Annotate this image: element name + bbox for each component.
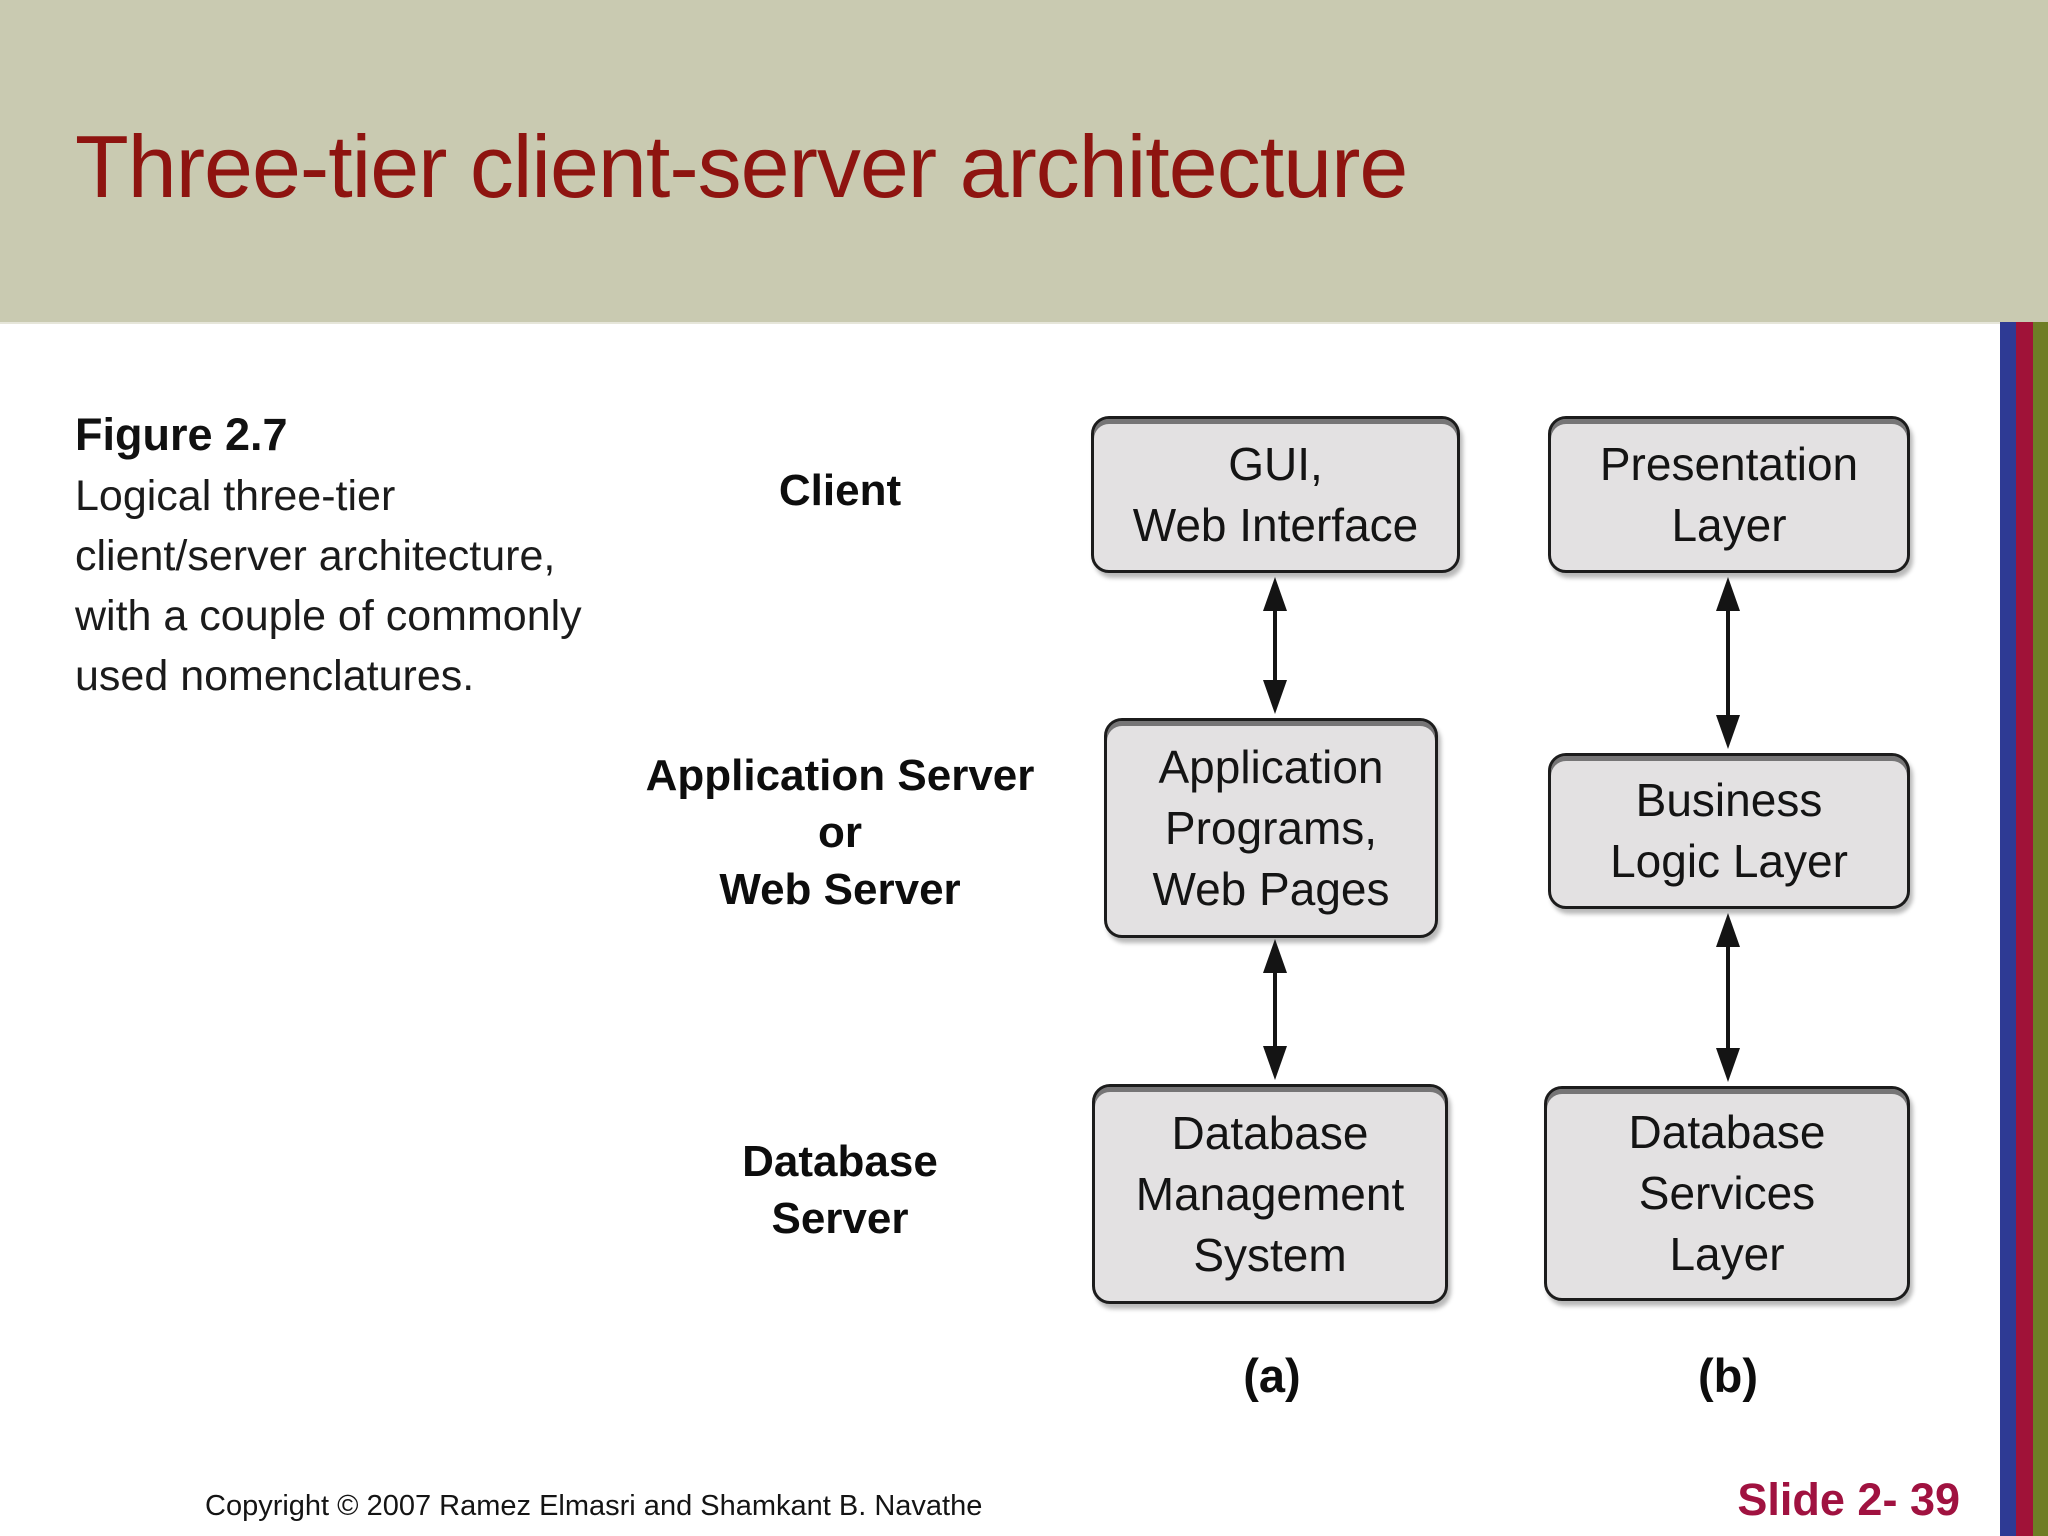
node-text-line: Database <box>1171 1106 1369 1159</box>
double-arrow-client-appserver-a <box>1262 577 1288 714</box>
node-database-management-system: Database Management System <box>1092 1084 1448 1304</box>
node-text-line: Presentation <box>1599 437 1859 490</box>
node-text-line: Layer <box>1671 498 1787 551</box>
edge-stripe-olive <box>2033 322 2048 1536</box>
node-text-line: Layer <box>1669 1228 1785 1280</box>
node-text-line: Web Pages <box>1152 862 1390 915</box>
slide-number: Slide 2- 39 <box>1737 1474 1960 1525</box>
node-text-line: Application <box>1158 740 1384 793</box>
node-text-line: Programs, <box>1164 801 1378 854</box>
double-arrow-appserver-dbserver-b <box>1715 913 1741 1082</box>
row-label-line: Web Server <box>719 865 961 914</box>
row-label-line: Client <box>778 466 902 515</box>
figure-caption-line: Logical three-tier <box>75 472 396 520</box>
node-text-line: Services <box>1638 1167 1816 1219</box>
node-text-line: Management <box>1135 1167 1405 1220</box>
row-label-database-server: Database Server <box>610 1133 1070 1247</box>
edge-stripe-blue <box>2000 322 2016 1536</box>
row-label-line: Database <box>742 1137 938 1186</box>
slide-header-band: Three-tier client-server architecture <box>0 0 2048 324</box>
figure-caption-line: with a couple of commonly <box>75 592 582 640</box>
node-text-line: GUI, <box>1228 437 1323 490</box>
slide-title: Three-tier client-server architecture <box>75 117 1408 216</box>
node-business-logic-layer: Business Logic Layer <box>1548 753 1910 909</box>
figure-caption-line: client/server architecture, <box>75 532 556 580</box>
node-database-services-layer: Database Services Layer <box>1544 1086 1910 1301</box>
row-label-client: Client <box>610 462 1070 519</box>
node-text-line: Web Interface <box>1132 498 1419 551</box>
node-text-line: Database <box>1628 1106 1826 1158</box>
copyright-text: Copyright © 2007 Ramez Elmasri and Shamk… <box>205 1490 983 1522</box>
row-label-line: Server <box>771 1194 909 1243</box>
column-letter-a: (a) <box>1243 1349 1301 1402</box>
double-arrow-client-appserver-b <box>1715 577 1741 749</box>
row-label-application-server: Application Server or Web Server <box>610 747 1070 918</box>
row-label-line: or <box>818 808 862 857</box>
row-label-line: Application Server <box>645 751 1035 800</box>
node-text-line: Logic Layer <box>1610 835 1848 887</box>
figure-caption: Figure 2.7 Logical three-tier client/ser… <box>75 404 655 706</box>
node-text-line: System <box>1193 1228 1347 1281</box>
figure-caption-heading: Figure 2.7 <box>75 409 288 460</box>
double-arrow-appserver-dbserver-a <box>1262 939 1288 1080</box>
node-application-programs-web-pages: Application Programs, Web Pages <box>1104 718 1438 938</box>
node-text-line: Business <box>1635 774 1823 826</box>
node-presentation-layer: Presentation Layer <box>1548 416 1910 573</box>
edge-stripe-crimson <box>2016 322 2033 1536</box>
column-letter-b: (b) <box>1697 1349 1758 1402</box>
node-gui-web-interface: GUI, Web Interface <box>1091 416 1460 573</box>
figure-caption-line: used nomenclatures. <box>75 652 475 700</box>
